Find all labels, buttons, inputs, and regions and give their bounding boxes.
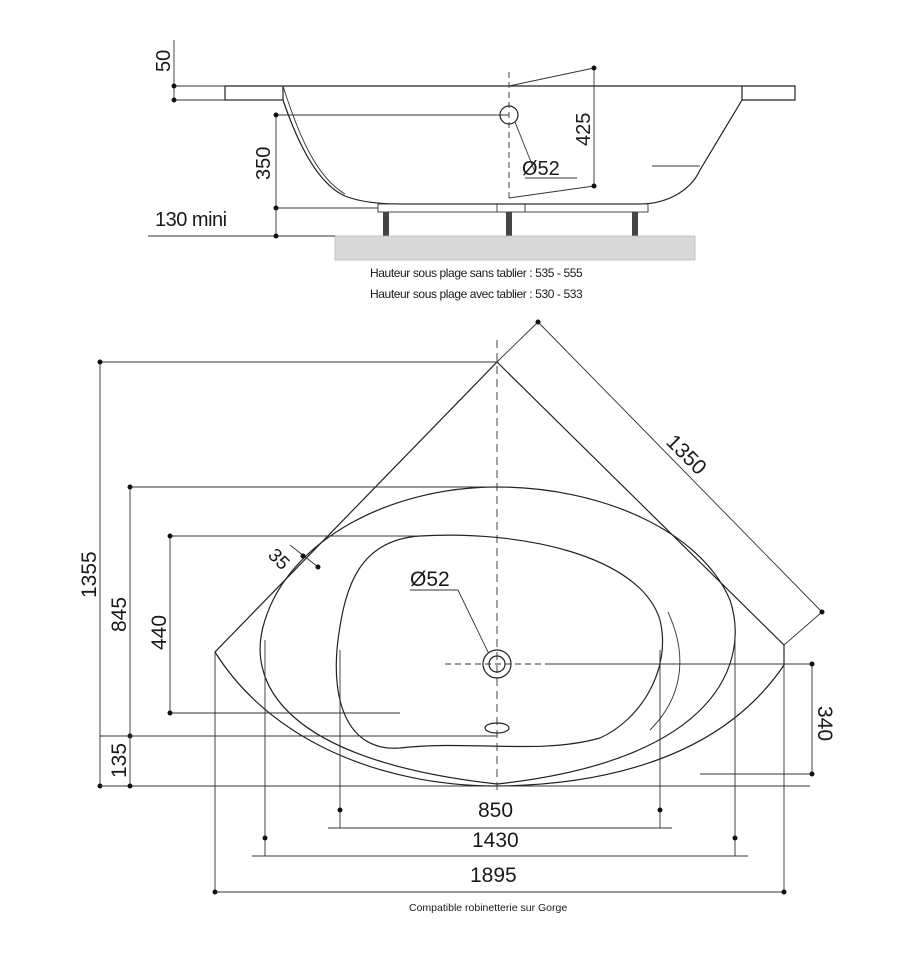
rim-thickness-dim: 50 <box>153 50 175 72</box>
inner-width-dim: 1430 <box>472 829 519 852</box>
front-offset-dim: 135 <box>108 743 131 778</box>
floor-slab <box>334 235 696 261</box>
basin-depth-dim: 440 <box>148 615 171 650</box>
tub-rim <box>224 85 796 101</box>
drain-offset-dim: 340 <box>813 706 836 741</box>
front-overflow <box>484 722 510 734</box>
tub-inner-wall <box>282 85 346 195</box>
top-view: 1350 1355 845 440 135 35 Ø52 <box>78 319 836 914</box>
rim-radius-dim: 35 <box>263 545 293 575</box>
overflow-diameter-dim: Ø52 <box>522 158 560 180</box>
drain-diameter-dim: Ø52 <box>410 568 450 591</box>
tub-body <box>282 86 743 205</box>
overall-width-dim: 1895 <box>470 864 517 887</box>
tub-basin <box>335 534 664 749</box>
floor-clearance-dim: 130 mini <box>155 209 227 231</box>
tub-base-plate <box>377 203 649 213</box>
overall-depth-dim: 1355 <box>78 551 101 598</box>
side-view: 50 350 130 mini 425 Ø52 Hauteur sous pla… <box>148 40 796 301</box>
note-without-panel: Hauteur sous plage sans tablier : 535 - … <box>370 266 583 280</box>
diagonal-side-dim: 1350 <box>661 430 710 479</box>
footnote: Compatible robinetterie sur Gorge <box>409 902 567 914</box>
basin-width-dim: 850 <box>478 799 513 822</box>
depth-dim: 350 <box>253 147 275 180</box>
tub-feet <box>383 212 638 236</box>
note-with-panel: Hauteur sous plage avec tablier : 530 - … <box>370 287 583 301</box>
inner-depth-dim: 845 <box>108 597 131 632</box>
overflow-height-dim: 425 <box>573 113 595 146</box>
